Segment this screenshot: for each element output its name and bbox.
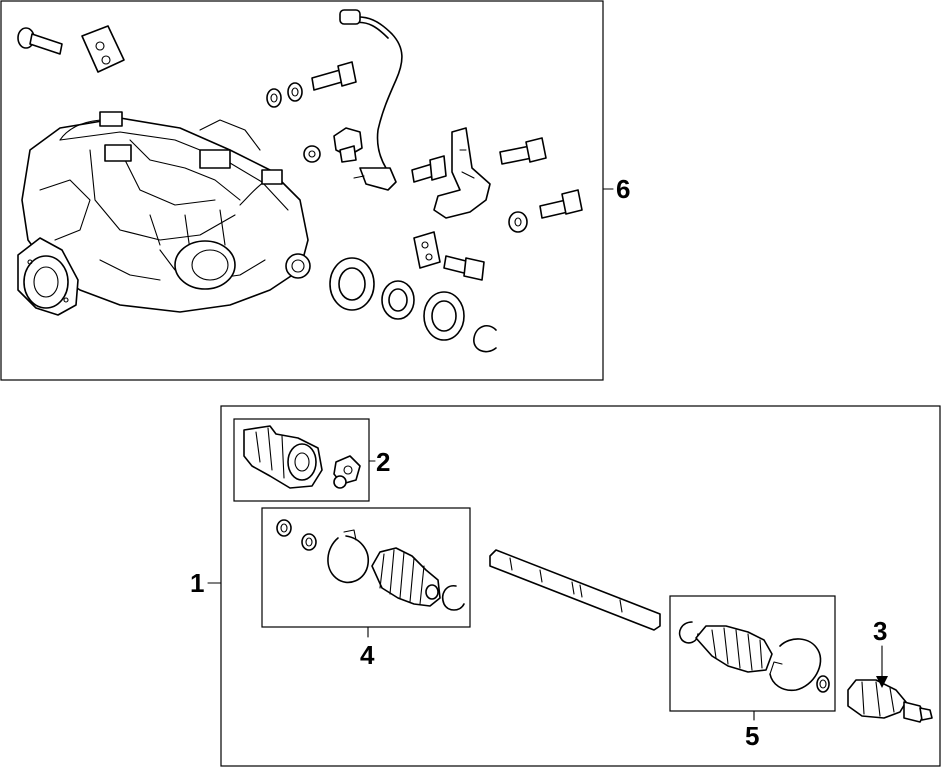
inner-joint-housing[interactable] [243, 425, 323, 489]
differential-group-frame [0, 0, 604, 381]
plug-washer[interactable] [303, 145, 321, 163]
bracket-washer[interactable] [508, 211, 528, 233]
outer-boot-ring[interactable] [816, 675, 830, 693]
callout-5: 5 [745, 721, 759, 751]
mount-bracket[interactable] [81, 25, 125, 73]
input-flange[interactable] [17, 237, 79, 316]
outer-cv-boot[interactable] [695, 625, 773, 673]
outer-boot-kit-box [669, 595, 836, 712]
callout-6: 6 [616, 174, 630, 204]
boot-clamp-large[interactable] [327, 529, 370, 584]
outer-boot-clip[interactable] [678, 621, 699, 644]
washer-pair[interactable] [266, 82, 303, 108]
oil-seal-large[interactable] [329, 257, 375, 311]
boot-clip-small[interactable] [276, 519, 292, 537]
sensor-bolt[interactable] [411, 155, 447, 183]
callout-3: 3 [873, 616, 887, 646]
flange-bolt-upper[interactable] [311, 61, 357, 91]
lower-bolt[interactable] [443, 255, 485, 281]
callout-1: 1 [190, 568, 204, 598]
differential-group: 6 [0, 0, 630, 381]
boot-clamp-small[interactable] [441, 584, 465, 611]
inner-joint-box [233, 418, 370, 502]
axle-shaft-group: 1 2 [190, 405, 941, 767]
boot-ring[interactable] [301, 533, 317, 551]
tripod-joint[interactable] [333, 455, 361, 489]
callout-4: 4 [360, 640, 375, 670]
mount-bolt-right[interactable] [539, 189, 583, 219]
outer-cv-joint[interactable] [847, 679, 933, 723]
oil-seal-outer[interactable] [423, 291, 465, 341]
bracket-bolt-right[interactable] [499, 137, 547, 165]
callout-2: 2 [376, 447, 390, 477]
lower-plate[interactable] [413, 231, 441, 269]
oil-seal-small[interactable] [381, 280, 415, 320]
differential-housing[interactable] [21, 111, 311, 313]
mount-bolt[interactable] [17, 27, 63, 55]
inner-boot-kit-box [261, 507, 471, 628]
snap-ring[interactable] [473, 325, 497, 353]
side-bracket[interactable] [433, 127, 491, 219]
callout-3-arrowhead [876, 676, 888, 688]
inner-cv-boot[interactable] [371, 547, 441, 607]
drain-plug[interactable] [333, 127, 363, 163]
axle-shaft[interactable] [489, 549, 661, 631]
axle-shaft-group-frame [220, 405, 941, 767]
outer-boot-clamp[interactable] [769, 638, 822, 692]
speed-sensor[interactable] [339, 9, 403, 191]
